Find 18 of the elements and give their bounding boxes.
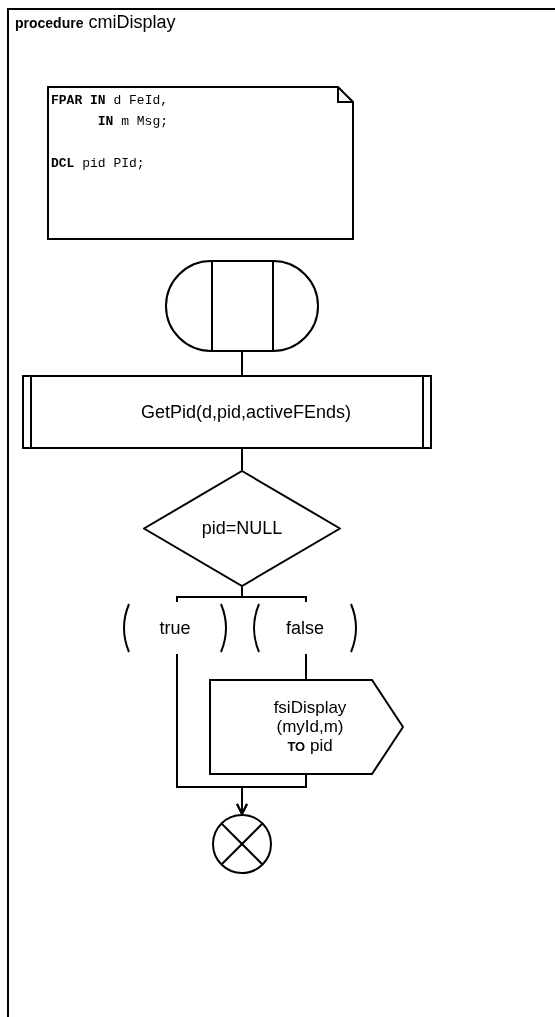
condition-text: pid=NULL (201, 517, 283, 540)
flow-line (241, 351, 243, 376)
procedure-return-symbol (212, 814, 272, 874)
answer-label: true (120, 602, 230, 654)
output-signal-symbol (209, 679, 404, 775)
procedure-frame (7, 8, 555, 1017)
decision-diamond (143, 470, 341, 587)
procedure-call-box (22, 375, 432, 449)
answer-label: false (250, 602, 360, 654)
frame-heading: procedure cmiDisplay (15, 11, 176, 34)
flow-line (241, 448, 243, 471)
flow-arrow (236, 774, 307, 815)
procedure-start-symbol (165, 260, 319, 352)
declaration-text: FPAR IN d FeId, IN m Msg; (51, 92, 170, 131)
signal-text: fsiDisplay (myId,m) TO pid (272, 698, 348, 756)
text-symbol (47, 86, 354, 240)
call-text: GetPid(d,pid,activeFEnds) (140, 400, 352, 424)
declaration-text: DCL pid PId; (51, 155, 146, 173)
